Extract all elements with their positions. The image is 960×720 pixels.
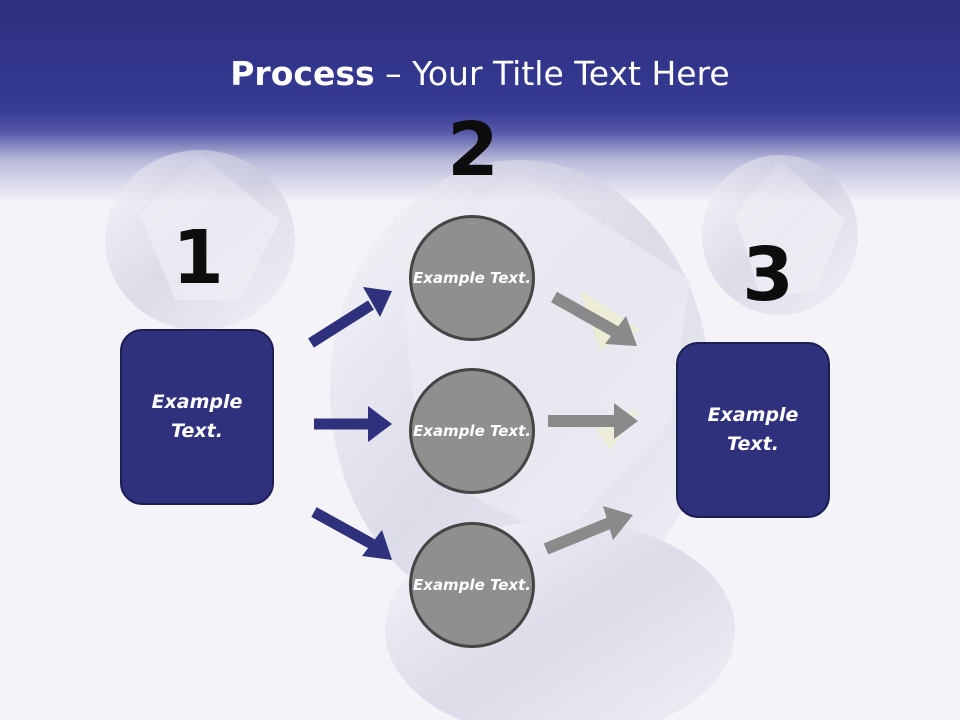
- step-number-2: 2: [447, 107, 499, 193]
- arrow-to-middle-circle: [314, 406, 392, 442]
- step-2-circle-middle: Example Text.: [409, 368, 535, 494]
- title-bold-part: Process: [230, 54, 375, 93]
- circle-top-text: Example Text.: [413, 268, 531, 287]
- circle-bottom-text: Example Text.: [413, 575, 531, 594]
- step-number-3: 3: [742, 232, 794, 318]
- arrow-to-bottom-circle: [311, 507, 392, 560]
- step-3-text: Example Text.: [707, 404, 799, 455]
- title-rest-part: – Your Title Text Here: [374, 54, 730, 93]
- step-1-box: Example Text.: [120, 329, 274, 505]
- arrow-from-top-circle: [551, 291, 637, 346]
- step-number-1: 1: [172, 215, 224, 301]
- arrow-from-bottom-circle: [543, 506, 633, 555]
- circle-middle-text: Example Text.: [413, 421, 531, 440]
- arrow-from-middle-circle: [548, 403, 638, 439]
- step-2-circle-bottom: Example Text.: [409, 522, 535, 648]
- step-2-circle-top: Example Text.: [409, 215, 535, 341]
- arrow-to-top-circle: [308, 287, 392, 348]
- step-3-box: Example Text.: [676, 342, 830, 518]
- slide-title: Process – Your Title Text Here: [0, 52, 960, 96]
- step-1-text: Example Text.: [151, 391, 243, 442]
